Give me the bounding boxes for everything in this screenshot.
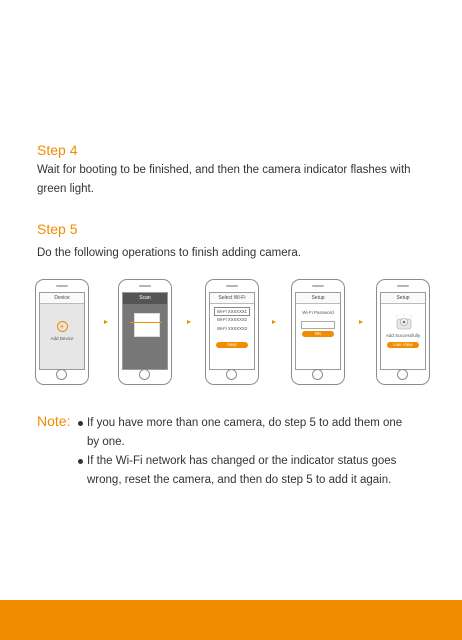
camera-illustration-icon [395,314,413,330]
note-bullet: If the Wi-Fi network has changed or the … [78,452,408,490]
plus-icon[interactable]: + [56,321,68,332]
wifi-item[interactable]: Wi-Fi XXXXXX3 [216,326,248,331]
phone-screen: Setup Wi-Fi Password OK [295,292,341,370]
wifi-item[interactable]: Wi-Fi XXXXXX1 [214,307,250,316]
wifi-password-label: Wi-Fi Password [302,310,334,315]
home-button [397,369,408,380]
footer-bar [0,600,462,640]
phone-sequence: Device + Add Device Scan Select Wi-Fi [0,279,462,391]
screen-body [123,304,167,369]
phone-device: Device + Add Device [35,279,89,385]
phone-setup-password: Setup Wi-Fi Password OK [291,279,345,385]
scan-area [123,304,167,369]
step4-text: Wait for booting to be finished, and the… [37,164,411,195]
screen-title: Select Wi-Fi [210,293,254,304]
phone-speaker [56,285,68,287]
arrow-right-icon [104,320,108,324]
phone-screen: Scan [122,292,168,370]
arrow-right-icon [359,320,363,324]
screen-title: Scan [123,293,167,304]
screen-body: + Add Device [40,304,84,369]
screen-title: Setup [381,293,425,304]
bullet-dot [78,421,83,426]
phone-speaker [139,285,151,287]
live-view-button[interactable]: Live View [387,342,419,348]
screen-body: Wi-Fi XXXXXX1 Wi-Fi XXXXXX2 Wi-Fi XXXXXX… [210,304,254,369]
phone-speaker [397,285,409,287]
wifi-password-input[interactable] [301,321,335,329]
qr-box [134,313,160,337]
arrow-right-icon [187,320,191,324]
screen-body: Add Successfully Live View [381,304,425,369]
wifi-item[interactable]: Wi-Fi XXXXXX2 [216,317,248,322]
home-button [139,369,150,380]
note-list: If you have more than one camera, do ste… [78,414,408,490]
home-button [226,369,237,380]
screen-body: Wi-Fi Password OK [296,304,340,369]
bullet-dot [78,459,83,464]
phone-screen: Setup Add Successfully Live View [380,292,426,370]
next-button[interactable]: Next [216,342,248,348]
step5-text: Do the following operations to finish ad… [37,247,302,259]
note-label: Note: [37,413,71,429]
step5-title: Step 5 [37,221,78,237]
screen-title: Setup [296,293,340,304]
arrow-right-icon [272,320,276,324]
phone-speaker [226,285,238,287]
phone-select-wifi: Select Wi-Fi Wi-Fi XXXXXX1 Wi-Fi XXXXXX2… [205,279,259,385]
phone-screen: Select Wi-Fi Wi-Fi XXXXXX1 Wi-Fi XXXXXX2… [209,292,255,370]
home-button [56,369,67,380]
note-bullet-text: If the Wi-Fi network has changed or the … [87,455,397,486]
step4-title: Step 4 [37,142,78,158]
note-bullet: If you have more than one camera, do ste… [78,414,408,452]
phone-setup-success: Setup Add Successfully Live View [376,279,430,385]
phone-screen: Device + Add Device [39,292,85,370]
ok-button[interactable]: OK [302,331,334,337]
phone-scan: Scan [118,279,172,385]
add-device-label: Add Device [50,336,74,341]
scan-line [130,322,162,323]
add-successfully-label: Add Successfully [385,333,421,338]
home-button [312,369,323,380]
phone-speaker [312,285,324,287]
note-bullet-text: If you have more than one camera, do ste… [87,417,403,448]
screen-title: Device [40,293,84,304]
